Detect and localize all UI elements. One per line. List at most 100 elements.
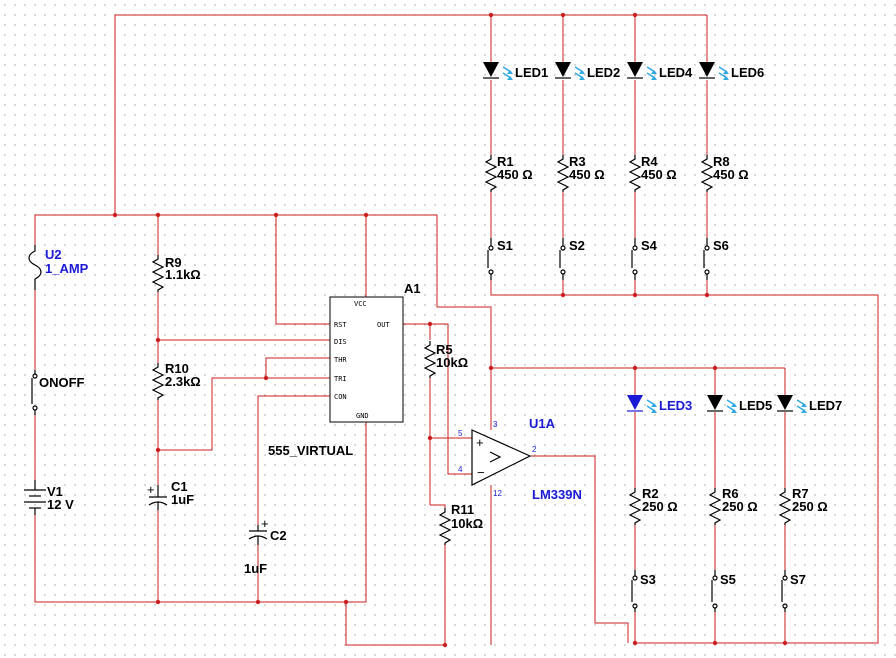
- battery-v1[interactable]: V1 12 V: [24, 480, 74, 515]
- resistor-value: 450 Ω: [641, 167, 677, 182]
- led-top-4[interactable]: LED6: [699, 62, 764, 80]
- pin-out: OUT: [377, 321, 390, 329]
- pin-dis: DIS: [334, 338, 347, 346]
- polarity-plus-icon: +: [261, 516, 269, 531]
- switch-top-3[interactable]: S4: [631, 238, 658, 280]
- capacitor-c1[interactable]: + C1 1uF: [147, 479, 194, 510]
- resistor-ref: R5: [436, 342, 453, 357]
- switch-label: S1: [497, 238, 513, 253]
- comparator-part: LM339N: [532, 487, 582, 502]
- resistor-top-4[interactable]: R8 450 Ω: [700, 154, 749, 192]
- led-label: LED5: [739, 398, 772, 413]
- resistor-bottom-2[interactable]: R6 250 Ω: [708, 486, 758, 525]
- led-top-3[interactable]: LED4: [627, 62, 693, 80]
- resistor-top-1[interactable]: R1 450 Ω: [484, 154, 533, 192]
- junctions: [112, 12, 788, 648]
- pin-gnd: GND: [356, 412, 369, 420]
- pin-number: 4: [458, 465, 463, 474]
- pin-rst: RST: [334, 321, 347, 329]
- resistor-top-3[interactable]: R4 450 Ω: [628, 154, 677, 192]
- resistor-value: 250 Ω: [722, 499, 758, 514]
- resistor-ref: R2: [642, 486, 659, 501]
- switch-bottom-1[interactable]: S3: [631, 570, 656, 612]
- led-bottom-2[interactable]: LED5: [707, 395, 772, 413]
- capacitor-c2[interactable]: + C2 1uF: [244, 516, 287, 576]
- resistor-top-2[interactable]: R3 450 Ω: [556, 154, 605, 192]
- onoff-label: ONOFF: [39, 375, 85, 390]
- fuse-u2[interactable]: U2 1_AMP: [28, 245, 89, 290]
- plus-sign-icon: +: [476, 435, 484, 450]
- pin-number: 3: [493, 420, 498, 429]
- led-label: LED6: [731, 65, 764, 80]
- resistor-value: 250 Ω: [792, 499, 828, 514]
- fuse-ref: U2: [45, 247, 62, 262]
- timer-ref: A1: [404, 281, 421, 296]
- minus-sign-icon: −: [477, 465, 485, 480]
- resistor-r11[interactable]: R11 10kΩ: [438, 502, 483, 545]
- resistor-ref: R4: [641, 154, 658, 169]
- resistor-value: 450 Ω: [713, 167, 749, 182]
- pin-thr: THR: [334, 356, 347, 364]
- resistor-r5[interactable]: R5 10kΩ: [423, 341, 468, 378]
- timer-part: 555_VIRTUAL: [268, 443, 353, 458]
- pin-vcc: VCC: [354, 300, 367, 308]
- switch-label: S2: [569, 238, 585, 253]
- switch-label: S7: [790, 572, 806, 587]
- wires: [34, 14, 879, 646]
- timer-555-a1[interactable]: VCC RST OUT DIS THR TRI CON GND A1 555_V…: [268, 281, 421, 458]
- resistor-ref: R3: [569, 154, 586, 169]
- switch-bottom-3[interactable]: S7: [781, 570, 806, 612]
- resistor-value: 10kΩ: [436, 355, 468, 370]
- led-bottom-1[interactable]: LED3: [627, 395, 692, 413]
- pin-number: 2: [532, 445, 537, 454]
- polarity-plus-icon: +: [147, 482, 155, 497]
- resistor-r9[interactable]: R9 1.1kΩ: [151, 255, 201, 292]
- switch-bottom-2[interactable]: S5: [711, 570, 736, 612]
- pin-number: 5: [458, 429, 463, 438]
- resistor-value: 2.3kΩ: [165, 374, 201, 389]
- resistor-value: 450 Ω: [569, 167, 605, 182]
- led-label: LED1: [515, 65, 548, 80]
- onoff-switch[interactable]: ONOFF: [31, 370, 85, 415]
- resistor-ref: R8: [713, 154, 730, 169]
- pin-con: CON: [334, 393, 347, 401]
- fuse-value: 1_AMP: [45, 261, 89, 276]
- led-label: LED7: [809, 398, 842, 413]
- resistor-r10[interactable]: R10 2.3kΩ: [151, 361, 201, 400]
- pin-number: 12: [493, 489, 502, 498]
- switch-top-4[interactable]: S6: [703, 238, 729, 280]
- comparator-u1a[interactable]: + − 5 4 2 3 12 U1A LM339N: [458, 416, 582, 502]
- led-label: LED3: [659, 398, 692, 413]
- resistor-bottom-1[interactable]: R2 250 Ω: [628, 486, 678, 525]
- capacitor-ref: C1: [171, 479, 188, 494]
- capacitor-ref: C2: [270, 528, 287, 543]
- led-label: LED2: [587, 65, 620, 80]
- battery-ref: V1: [47, 484, 63, 499]
- resistor-value: 450 Ω: [497, 167, 533, 182]
- resistor-value: 10kΩ: [451, 516, 483, 531]
- resistor-ref: R1: [497, 154, 514, 169]
- led-label: LED4: [659, 65, 693, 80]
- resistor-bottom-3[interactable]: R7 250 Ω: [778, 486, 828, 525]
- switch-top-2[interactable]: S2: [559, 238, 585, 280]
- resistor-value: 250 Ω: [642, 499, 678, 514]
- switch-label: S4: [641, 238, 658, 253]
- switch-label: S3: [640, 572, 656, 587]
- switch-label: S6: [713, 238, 729, 253]
- resistor-value: 1.1kΩ: [165, 267, 201, 282]
- comparator-ref: U1A: [529, 416, 556, 431]
- led-bottom-3[interactable]: LED7: [777, 395, 842, 413]
- resistor-ref: R10: [165, 361, 189, 376]
- resistor-ref: R9: [165, 255, 182, 270]
- led-top-1[interactable]: LED1: [483, 62, 548, 80]
- switch-label: S5: [720, 572, 736, 587]
- capacitor-value: 1uF: [244, 561, 267, 576]
- battery-value: 12 V: [47, 497, 74, 512]
- resistor-ref: R11: [451, 502, 474, 517]
- led-top-2[interactable]: LED2: [555, 62, 620, 80]
- switch-top-1[interactable]: S1: [487, 238, 513, 280]
- resistor-ref: R6: [722, 486, 739, 501]
- pin-tri: TRI: [334, 375, 347, 383]
- resistor-ref: R7: [792, 486, 809, 501]
